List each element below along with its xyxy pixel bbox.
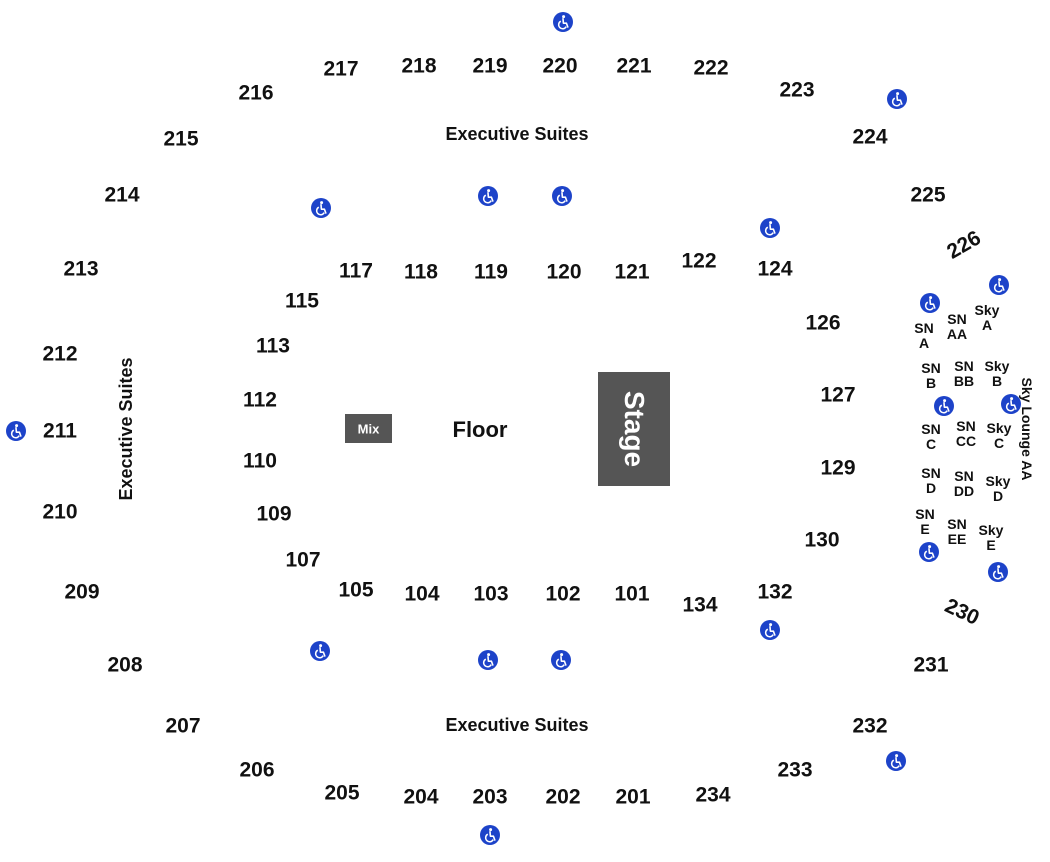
section-207[interactable]: 207 bbox=[165, 714, 201, 738]
section-230[interactable]: 230 bbox=[941, 594, 983, 630]
section-112[interactable]: 112 bbox=[243, 388, 277, 412]
section-105[interactable]: 105 bbox=[338, 578, 374, 602]
section-132[interactable]: 132 bbox=[757, 580, 793, 604]
section-119[interactable]: 119 bbox=[474, 260, 508, 284]
wheelchair-accessible-icon bbox=[311, 198, 331, 218]
section-130[interactable]: 130 bbox=[804, 528, 840, 552]
wheelchair-accessible-icon bbox=[553, 12, 573, 32]
section-126[interactable]: 126 bbox=[805, 311, 841, 335]
section-233[interactable]: 233 bbox=[777, 758, 813, 782]
section-234[interactable]: 234 bbox=[695, 783, 731, 807]
section-109[interactable]: 109 bbox=[256, 502, 292, 526]
section-220[interactable]: 220 bbox=[542, 54, 578, 78]
section-231[interactable]: 231 bbox=[913, 653, 949, 677]
executive-suites-left[interactable]: Executive Suites bbox=[116, 357, 136, 501]
wheelchair-accessible-icon bbox=[478, 650, 498, 670]
section-104[interactable]: 104 bbox=[404, 582, 440, 606]
section-221[interactable]: 221 bbox=[616, 54, 652, 78]
section-219[interactable]: 219 bbox=[472, 54, 508, 78]
wheelchair-accessible-icon bbox=[887, 89, 907, 109]
section-122[interactable]: 122 bbox=[681, 249, 717, 273]
section-102[interactable]: 102 bbox=[545, 582, 581, 606]
section-222[interactable]: 222 bbox=[693, 56, 729, 80]
section-218[interactable]: 218 bbox=[401, 54, 437, 78]
section-115[interactable]: 115 bbox=[285, 289, 319, 313]
section-127[interactable]: 127 bbox=[820, 383, 856, 407]
section-121[interactable]: 121 bbox=[614, 260, 650, 284]
section-118[interactable]: 118 bbox=[404, 260, 438, 284]
wheelchair-accessible-icon bbox=[551, 650, 571, 670]
section-129[interactable]: 129 bbox=[820, 456, 856, 480]
wheelchair-accessible-icon bbox=[760, 218, 780, 238]
wheelchair-accessible-icon bbox=[310, 641, 330, 661]
section-205[interactable]: 205 bbox=[324, 781, 360, 805]
mix-position: Mix bbox=[345, 414, 392, 443]
section-226[interactable]: 226 bbox=[943, 226, 985, 264]
section-206[interactable]: 206 bbox=[239, 758, 275, 782]
section-225[interactable]: 225 bbox=[910, 183, 946, 207]
wheelchair-accessible-icon bbox=[6, 421, 26, 441]
section-202[interactable]: 202 bbox=[545, 785, 581, 809]
mix-label: Mix bbox=[357, 421, 380, 436]
executive-suites-bottom[interactable]: Executive Suites bbox=[445, 715, 589, 735]
section-134[interactable]: 134 bbox=[682, 593, 718, 617]
section-124[interactable]: 124 bbox=[757, 257, 793, 281]
section-215[interactable]: 215 bbox=[163, 127, 199, 151]
section-110[interactable]: 110 bbox=[243, 449, 277, 473]
section-120[interactable]: 120 bbox=[546, 260, 582, 284]
section-210[interactable]: 210 bbox=[42, 500, 78, 524]
wheelchair-accessible-icon bbox=[920, 293, 940, 313]
section-107[interactable]: 107 bbox=[285, 548, 321, 572]
wheelchair-accessible-icon bbox=[552, 186, 572, 206]
wheelchair-accessible-icon bbox=[1001, 394, 1021, 414]
stage: Stage bbox=[598, 372, 670, 486]
wheelchair-accessible-icon bbox=[934, 396, 954, 416]
wheelchair-accessible-icon bbox=[989, 275, 1009, 295]
section-201[interactable]: 201 bbox=[615, 785, 651, 809]
floor-section[interactable]: Floor bbox=[452, 417, 508, 442]
section-216[interactable]: 216 bbox=[238, 81, 274, 105]
section-208[interactable]: 208 bbox=[107, 653, 143, 677]
stage-label: Stage bbox=[619, 390, 650, 468]
section-213[interactable]: 213 bbox=[63, 257, 99, 281]
section-204[interactable]: 204 bbox=[403, 785, 439, 809]
executive-suites-top[interactable]: Executive Suites bbox=[445, 124, 589, 144]
section-113[interactable]: 113 bbox=[256, 334, 290, 358]
section-103[interactable]: 103 bbox=[473, 582, 509, 606]
wheelchair-accessible-icon bbox=[886, 751, 906, 771]
section-211[interactable]: 211 bbox=[43, 419, 77, 443]
sky-lounge-aa[interactable]: Sky Lounge AA bbox=[1019, 377, 1035, 481]
section-101[interactable]: 101 bbox=[614, 582, 650, 606]
wheelchair-accessible-icon bbox=[480, 825, 500, 845]
section-117[interactable]: 117 bbox=[339, 259, 373, 283]
wheelchair-accessible-icon bbox=[919, 542, 939, 562]
section-223[interactable]: 223 bbox=[779, 78, 815, 102]
section-209[interactable]: 209 bbox=[64, 580, 100, 604]
section-203[interactable]: 203 bbox=[472, 785, 508, 809]
wheelchair-accessible-icon bbox=[988, 562, 1008, 582]
section-212[interactable]: 212 bbox=[42, 342, 78, 366]
section-224[interactable]: 224 bbox=[852, 125, 888, 149]
section-217[interactable]: 217 bbox=[323, 57, 359, 81]
wheelchair-accessible-icon bbox=[760, 620, 780, 640]
section-232[interactable]: 232 bbox=[852, 714, 888, 738]
section-214[interactable]: 214 bbox=[104, 183, 140, 207]
wheelchair-accessible-icon bbox=[478, 186, 498, 206]
